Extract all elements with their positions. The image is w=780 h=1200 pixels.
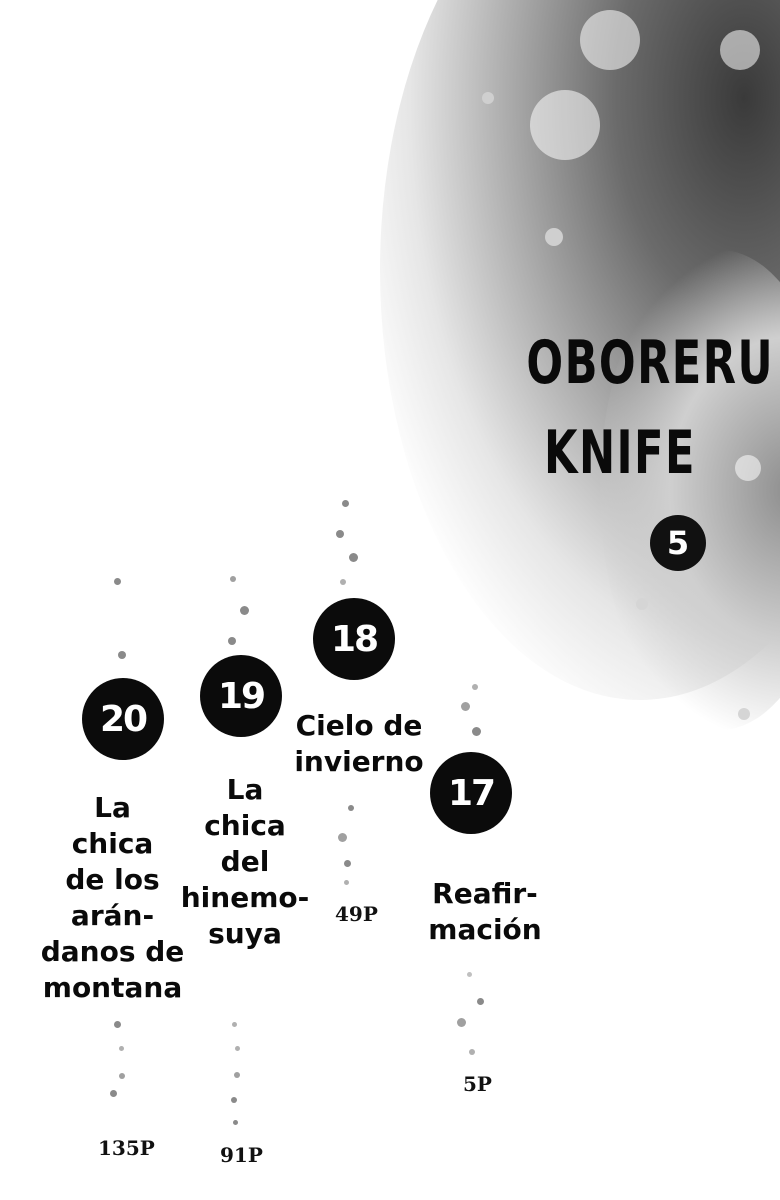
dot xyxy=(469,1049,475,1055)
chapter-18-page: 49P xyxy=(335,902,378,926)
dot xyxy=(477,998,484,1005)
volume-badge: 5 xyxy=(650,515,706,571)
chapter-19-page: 91P xyxy=(220,1143,263,1167)
dot xyxy=(472,684,478,690)
bokeh-dot xyxy=(545,228,563,246)
dot xyxy=(118,651,126,659)
dot xyxy=(336,530,344,538)
bokeh-dot xyxy=(636,598,648,610)
dot xyxy=(110,1090,117,1097)
dot xyxy=(457,1018,466,1027)
bokeh-dot xyxy=(482,92,494,104)
dot xyxy=(467,972,472,977)
dot xyxy=(338,833,347,842)
dot xyxy=(233,1120,238,1125)
chapter-20-page: 135P xyxy=(98,1136,155,1160)
dot xyxy=(232,1022,237,1027)
dot xyxy=(342,500,349,507)
dot xyxy=(114,1021,121,1028)
smoke-background-lower xyxy=(600,250,780,730)
chapter-19-badge: 19 xyxy=(200,655,282,737)
book-title: OBORERU KNIFE xyxy=(526,318,774,498)
chapter-17-badge: 17 xyxy=(430,752,512,834)
bokeh-circle xyxy=(580,10,640,70)
bokeh-circle xyxy=(735,455,761,481)
dot xyxy=(119,1073,125,1079)
dot xyxy=(472,727,481,736)
chapter-18-title: Cielo de invierno xyxy=(294,709,424,778)
dot xyxy=(231,1097,237,1103)
dot xyxy=(235,1046,240,1051)
dot xyxy=(461,702,470,711)
dot xyxy=(119,1046,124,1051)
dot xyxy=(344,860,351,867)
book-title-line2: KNIFE xyxy=(544,418,696,488)
dot xyxy=(240,606,249,615)
dot xyxy=(349,553,358,562)
chapter-17-page: 5P xyxy=(463,1072,492,1096)
chapter-18-badge: 18 xyxy=(313,598,395,680)
dot xyxy=(114,578,121,585)
dot xyxy=(344,880,349,885)
dot xyxy=(340,579,346,585)
chapter-20-title: La chica de los arán- danos de montana xyxy=(40,791,185,1004)
bokeh-circle xyxy=(720,30,760,70)
bokeh-circle xyxy=(530,90,600,160)
dot xyxy=(234,1072,240,1078)
chapter-19-title: La chica del hinemo- suya xyxy=(180,773,310,950)
book-title-line1: OBORERU xyxy=(526,328,774,398)
dot xyxy=(230,576,236,582)
chapter-20-badge: 20 xyxy=(82,678,164,760)
dot xyxy=(348,805,354,811)
dot xyxy=(228,637,236,645)
bokeh-dot xyxy=(738,708,750,720)
chapter-17-title: Reafir- mación xyxy=(428,877,542,946)
